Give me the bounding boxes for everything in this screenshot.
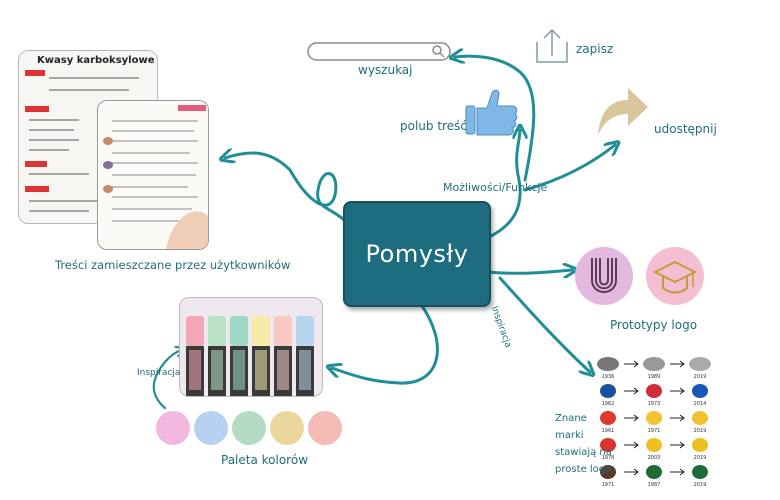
palette-swatch — [156, 411, 190, 445]
brand-logo-mark — [692, 384, 708, 398]
logo-prototype-u — [575, 247, 633, 305]
brand-logo-mark — [597, 357, 619, 371]
brand-arrow — [624, 414, 639, 422]
brand-arrow — [670, 468, 685, 476]
connector-palette — [332, 301, 439, 385]
brand-year: 2014 — [694, 401, 707, 407]
brand-arrow — [670, 387, 685, 395]
center-title: Pomysły — [365, 240, 469, 268]
upload-icon[interactable] — [536, 28, 568, 63]
palette-swatch — [194, 411, 228, 445]
highlighter-cap — [230, 316, 248, 346]
notes-heading: Kwasy karboksylowe — [37, 55, 155, 66]
brand-logo-mark — [692, 438, 708, 452]
known-brands-label: Znane marki stawiają na proste logo — [555, 413, 612, 475]
highlighter-label — [233, 350, 245, 390]
brand-arrow — [624, 468, 639, 476]
brand-logo-mark — [600, 465, 616, 479]
highlighter-label — [277, 350, 289, 390]
share-label[interactable]: udostępnij — [654, 122, 717, 136]
connector-user-content — [225, 153, 352, 227]
highlighter-label — [211, 350, 223, 390]
brand-year: 1962 — [602, 401, 615, 407]
brand-year: 2019 — [694, 374, 707, 380]
notes-lines — [25, 70, 139, 212]
connector-search — [455, 56, 536, 182]
center-node[interactable]: Pomysły — [343, 201, 491, 307]
palette-swatch — [308, 411, 342, 445]
connector-brands — [498, 276, 590, 372]
brand-year: 2003 — [648, 455, 661, 461]
brand-arrow — [670, 441, 685, 449]
notes-photo-front — [97, 100, 209, 250]
logo-prototype-cap — [646, 247, 704, 305]
highlighter-cap — [296, 316, 314, 346]
brand-arrow — [670, 414, 685, 422]
brand-logo-mark — [646, 411, 662, 425]
brand-arrow — [624, 387, 639, 395]
brand-year: 2019 — [694, 428, 707, 434]
brand-arrow — [670, 360, 685, 368]
inspiration-label-palette: Inspiracja — [137, 368, 181, 378]
highlighters-drawing — [186, 316, 314, 396]
brand-logo-mark — [646, 438, 662, 452]
user-content-label: Treści zamieszczane przez użytkowników — [55, 258, 291, 272]
brand-year: 1961 — [602, 428, 615, 434]
brand-logo-mark — [646, 465, 662, 479]
brand-year: 2019 — [694, 482, 707, 488]
logo-prototypes-label: Prototypy logo — [610, 318, 698, 332]
notes-writing — [103, 105, 208, 249]
connector-features — [485, 130, 520, 240]
highlighter-label — [255, 350, 267, 390]
brand-year: 1989 — [648, 374, 661, 380]
highlighter-cap — [208, 316, 226, 346]
brand-year: 1978 — [602, 455, 615, 461]
connector-logo — [485, 270, 572, 273]
highlighter-label — [299, 350, 311, 390]
brand-year: 2019 — [694, 455, 707, 461]
palette-swatch — [232, 411, 266, 445]
brand-logo-mark — [600, 384, 616, 398]
connector-inspiration — [152, 350, 182, 410]
brand-logo-mark — [646, 384, 662, 398]
search-label[interactable]: wyszukaj — [358, 63, 413, 77]
brand-logo-mark — [689, 357, 711, 371]
brand-arrow — [624, 441, 639, 449]
brand-logo-mark — [600, 438, 616, 452]
like-label[interactable]: polub treść — [400, 119, 467, 133]
highlighter-cap — [186, 316, 204, 346]
brand-logo-mark — [643, 357, 665, 371]
brand-year: 1971 — [602, 482, 615, 488]
palette-circles — [156, 411, 342, 445]
brand-year: 1936 — [602, 374, 615, 380]
brand-logo-mark — [692, 411, 708, 425]
brand-year: 1973 — [648, 401, 661, 407]
search-bar[interactable] — [307, 42, 451, 61]
highlighter-cap — [274, 316, 292, 346]
highlighter-label — [189, 350, 201, 390]
brand-logo-mark — [600, 411, 616, 425]
share-arrow-icon[interactable] — [598, 88, 648, 135]
thumbs-up-icon[interactable] — [465, 89, 518, 136]
brand-year: 1971 — [648, 428, 661, 434]
features-label: Możliwości/Funkcje — [443, 181, 548, 194]
brand-logo-mark — [692, 465, 708, 479]
connectors — [152, 56, 615, 410]
brand-arrow — [624, 360, 639, 368]
connector-share — [523, 145, 615, 192]
brand-logo-table: 1936 1989 2019 1962 1973 2014 1961 1971 2019 1978… — [597, 357, 711, 488]
highlighter-cap — [252, 316, 270, 346]
palette-swatch — [270, 411, 304, 445]
save-label[interactable]: zapisz — [576, 42, 614, 56]
highlighters-photo — [179, 297, 323, 397]
brand-year: 1987 — [648, 482, 661, 488]
search-icon — [432, 45, 442, 55]
palette-label: Paleta kolorów — [221, 453, 309, 467]
